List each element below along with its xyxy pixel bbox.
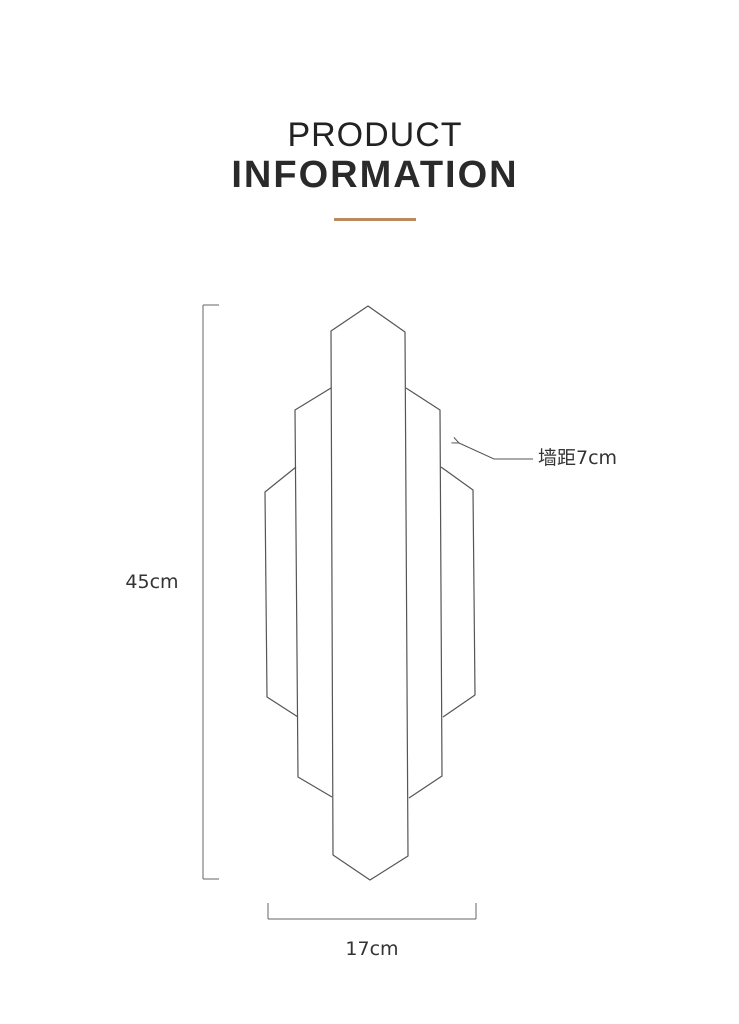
lamp-outline xyxy=(264,305,476,881)
inner-right-panel xyxy=(405,387,443,799)
center-panel xyxy=(330,305,409,881)
height-dimension xyxy=(202,304,219,880)
wall-distance-label: 墙距7cm xyxy=(538,447,617,469)
outer-right-panel xyxy=(440,466,476,718)
heading-information: INFORMATION xyxy=(231,154,519,196)
width-dimension xyxy=(267,903,477,920)
heading-product: PRODUCT xyxy=(287,116,463,154)
accent-divider xyxy=(334,218,416,221)
height-label: 45cm xyxy=(125,571,178,593)
outer-left-panel xyxy=(264,466,299,718)
width-label: 17cm xyxy=(345,938,398,960)
inner-left-panel xyxy=(294,387,333,798)
wall-distance-callout xyxy=(459,443,533,460)
